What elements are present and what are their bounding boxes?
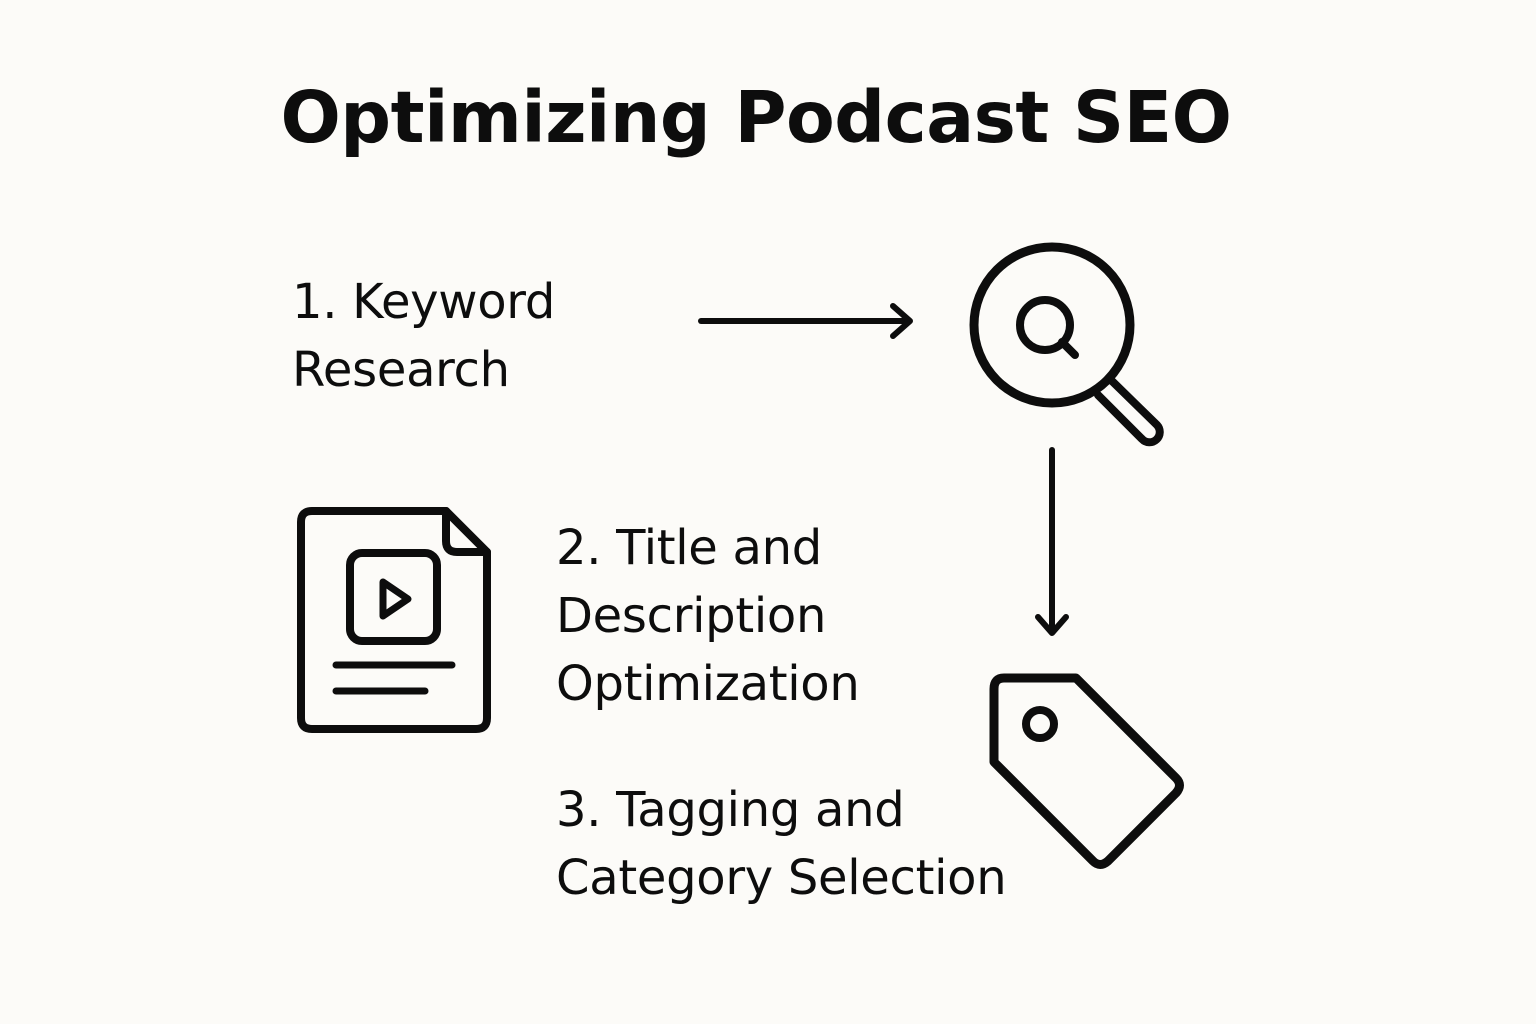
magnifying-glass-icon [969, 242, 1164, 447]
step-1-line-1: 1. Keyword [292, 274, 556, 330]
step-3-line-2: Category Selection [556, 850, 1007, 906]
step-2-line-1: 2. Title and [556, 520, 822, 576]
video-document-icon [297, 507, 491, 733]
step-2-line-3: Optimization [556, 656, 860, 712]
price-tag-icon [989, 673, 1184, 869]
step-2-label: 2. Title and Description Optimization [556, 514, 860, 718]
step-2-line-2: Description [556, 588, 827, 644]
arrow-down-icon [1035, 447, 1069, 636]
step-1-label: 1. Keyword Research [292, 268, 555, 404]
step-1-line-2: Research [292, 342, 510, 398]
step-3-label: 3. Tagging and Category Selection [556, 776, 1007, 912]
step-3-line-1: 3. Tagging and [556, 782, 905, 838]
arrow-right-icon [698, 303, 913, 339]
diagram-title: Optimizing Podcast SEO [280, 76, 1232, 159]
